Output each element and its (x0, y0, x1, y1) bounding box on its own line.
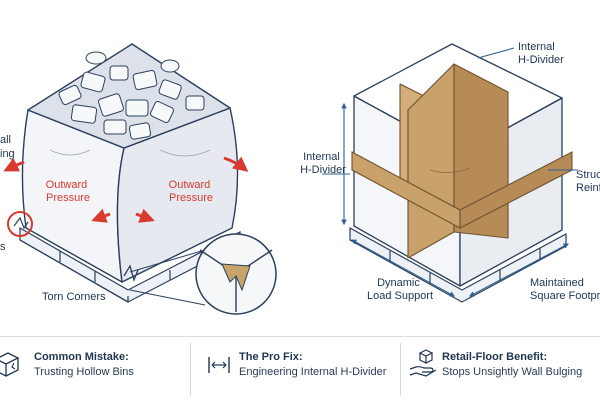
cut-left-edge-bottom-label: s (0, 241, 6, 253)
footer-title: Retail-Floor Benefit: (442, 351, 548, 363)
maintained-square-footprint-label: Maintained Square Footprin (530, 277, 600, 302)
dynamic-load-support-label: Dynamic Load Support (367, 277, 433, 302)
outward-pressure-arrows (3, 156, 249, 223)
footer-title: Common Mistake: (34, 351, 129, 363)
outward-pressure-left-label: Outward Pressure (46, 179, 91, 204)
footer-item-retail-benefit: Retail-Floor Benefit: Stops Unsightly Wa… (408, 345, 600, 393)
footer-item-pro-fix: The Pro Fix: Engineering Internal H-Divi… (205, 345, 395, 393)
outward-pressure-right-label: Outward Pressure (169, 179, 214, 204)
hollow-bin-diagram: Outward Pressure Outward Pressure Torn C… (0, 43, 277, 315)
torn-corner-highlight (7, 211, 33, 237)
footer-subtitle: Engineering Internal H-Divider (239, 366, 387, 378)
h-divider-icon (208, 357, 230, 373)
torn-corners-label: Torn Corners (42, 291, 106, 303)
structural-reinforcement-label: Struc Reinf (576, 169, 600, 194)
reinforced-bin-diagram: Internal H-Divider Internal H-Divider St… (300, 41, 600, 303)
internal-h-divider-top-label: Internal H-Divider (518, 41, 564, 66)
broken-box-icon (0, 352, 20, 378)
footer-divider (190, 343, 191, 395)
footer-divider (400, 343, 401, 395)
hand-box-icon (409, 349, 437, 377)
dimension-lines (322, 47, 578, 297)
h-divider (399, 63, 509, 259)
footer-subtitle: Stops Unsightly Wall Bulging (442, 366, 583, 378)
internal-h-divider-left-label: Internal H-Divider (300, 151, 346, 176)
torn-corner-zoom (123, 233, 277, 315)
cut-left-edge-label: all ing (0, 134, 15, 160)
footer-item-common-mistake: Common Mistake: Trusting Hollow Bins (0, 345, 186, 393)
bin-contents (58, 51, 205, 140)
benefits-footer: Common Mistake: Trusting Hollow Bins The… (0, 336, 600, 401)
footer-subtitle: Trusting Hollow Bins (34, 366, 134, 378)
footer-title: The Pro Fix: (239, 351, 303, 363)
bulging-bin (21, 43, 239, 283)
